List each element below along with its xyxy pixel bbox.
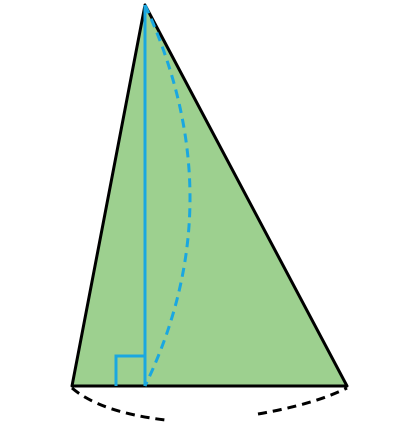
- base-arc-right: [257, 386, 348, 416]
- base-arc-left: [71, 386, 166, 422]
- right-angle-marker: [114, 354, 145, 386]
- triangle-face: [70, 3, 349, 388]
- hidden-slant-curve: [143, 4, 192, 387]
